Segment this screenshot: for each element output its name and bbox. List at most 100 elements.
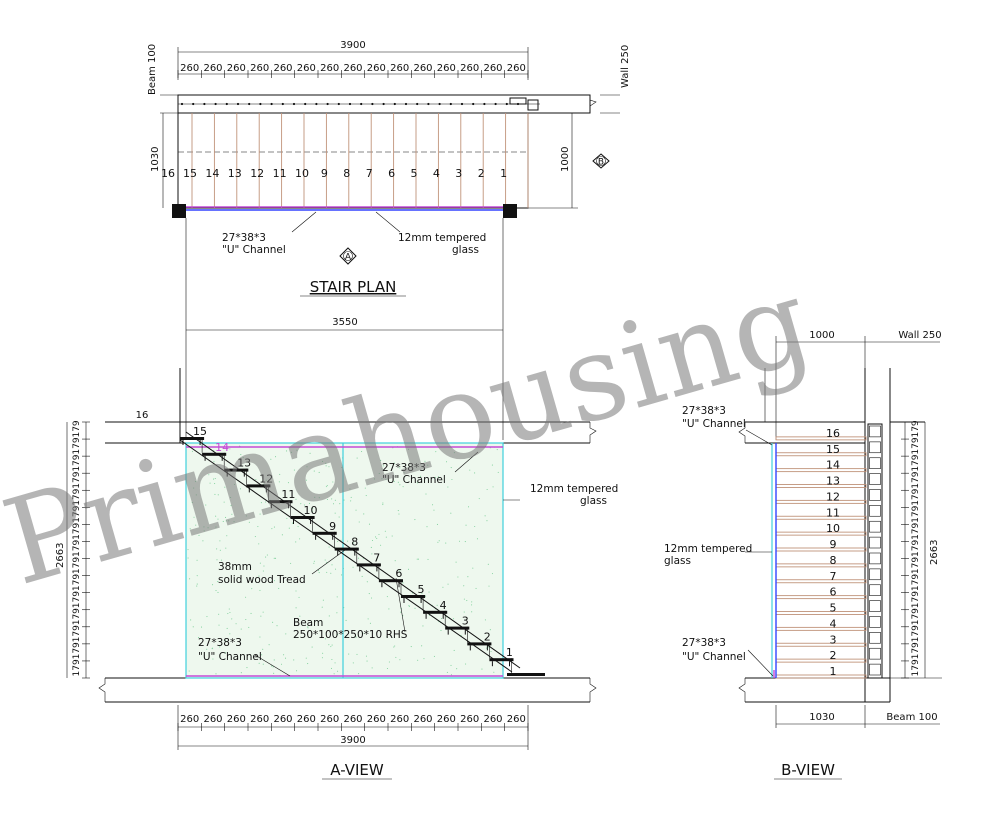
aview-glass-speck [336,612,338,614]
plan-beam-detail [509,97,527,105]
bview-step-number: 3 [830,633,837,646]
aview-top-break [589,422,597,443]
aview-glass-speck [417,558,420,560]
aview-glass-speck [298,596,300,598]
aview-glass-speck [472,567,474,569]
aview-glass-speck [376,537,378,539]
aview-glass-speck [224,486,226,488]
plan-beam-end [527,99,539,111]
aview-glass-speck [381,478,383,480]
aview-glass-speck [496,449,498,451]
aview-glass-speck [228,608,230,610]
aview-glass-speck [195,480,197,483]
aview-riser-dim: 179 [72,625,82,642]
aview-glass-speck [262,570,264,572]
bview-step-number: 10 [826,522,840,535]
overall-3550: 3550 [332,317,357,328]
bview-step-number: 11 [826,506,840,519]
aview-glass-speck [258,662,260,664]
aview-glass-speck [214,482,216,485]
aview-glass-speck [274,456,277,458]
aview-glass-speck [286,450,288,452]
bview-tread [775,515,867,520]
bview-tread [775,452,867,457]
aview-glass-speck [265,501,267,503]
aview-glass-speck [423,658,425,660]
plan-tread-dim: 260 [460,63,479,74]
aview-riser-dim: 179 [72,522,82,539]
aview-glass-speck [217,494,219,496]
plan-bolt-dot [404,102,408,106]
aview-glass-speck [463,585,465,587]
bview-treads [775,436,867,679]
aview-glass-speck [235,623,237,625]
aview-glass-speck [257,525,259,528]
section-marker-b: B [592,153,610,169]
aview-glass-speck [348,653,350,655]
aview-step-number: 5 [418,583,425,596]
bview-riser-dims: 1791791791791791791791791791791791791791… [901,420,921,679]
aview-tread-plate [378,579,403,583]
aview-glass-speck [416,558,418,560]
aview-glass-speck [386,596,388,598]
aview-glass-speck [486,520,488,522]
aview-glass-speck [463,611,465,613]
aview-glass-speck [475,587,477,589]
plan-post-left [172,204,186,218]
aview-glass-speck [455,561,457,563]
aview-tread-dim: 260 [413,714,432,725]
aview-tread-plate [334,547,359,551]
aview-glass-speck [296,670,298,672]
bview-beam-box [869,473,881,485]
aview-leader-channel-top [454,451,479,473]
plan-depth-left: 1030 [150,147,161,172]
aview-glass-speck [487,563,489,565]
aview-glass-speck [214,493,216,495]
plan-tread-dim: 260 [343,63,362,74]
aview-beam-2: 250*100*250*10 RHS [293,629,408,641]
plan-tread-dim: 260 [390,63,409,74]
plan-glass-2: glass [452,244,479,256]
aview-glass-speck [398,513,400,515]
bview-beam-box [869,647,881,660]
aview-glass-speck [202,540,204,542]
aview-glass-speck [330,572,332,574]
aview-glass-speck [410,646,412,648]
aview-glass-speck [192,626,194,628]
aview-glass-speck [219,646,221,648]
plan-glass-1: 12mm tempered [398,232,486,244]
aview-step-number: 2 [484,630,491,643]
aview-glass-speck [358,521,360,523]
aview-top-dim: 16 [136,410,149,421]
aview-glass-speck [299,615,301,617]
aview-glass-speck [295,498,297,500]
plan-bolt-dot [337,102,340,106]
aview-glass-speck [369,622,371,624]
plan-tread-dim: 260 [483,63,502,74]
aview-glass-speck [308,502,311,504]
aview-tread-plate [268,500,293,504]
aview-glass-speck [332,481,334,483]
plan-bolt-dot [505,102,508,106]
bview-step-number: 5 [830,602,837,615]
aview-glass-speck [456,668,458,670]
aview-glass-speck [274,557,277,559]
aview-glass-speck [211,584,214,586]
aview-step-number: 8 [351,536,358,549]
aview-glass-speck [355,636,357,638]
bview-riser-dim: 179 [911,591,921,608]
aview-channel-top-type: "U" Channel [382,474,446,486]
aview-glass-speck [421,645,423,647]
bview-beam-box [869,441,881,454]
aview-glass-speck [211,648,213,650]
aview-glass-speck [330,667,333,669]
bview-beam-box [869,425,881,438]
bview-step-number: 16 [826,427,840,440]
aview-glass-speck [217,581,219,583]
aview-glass-speck [299,538,301,540]
aview-glass-speck [432,504,434,506]
bview-step-number: 14 [826,459,840,472]
aview-glass-speck [254,535,256,538]
bview-beam-boxes [869,425,881,676]
aview-glass-speck [225,520,227,522]
